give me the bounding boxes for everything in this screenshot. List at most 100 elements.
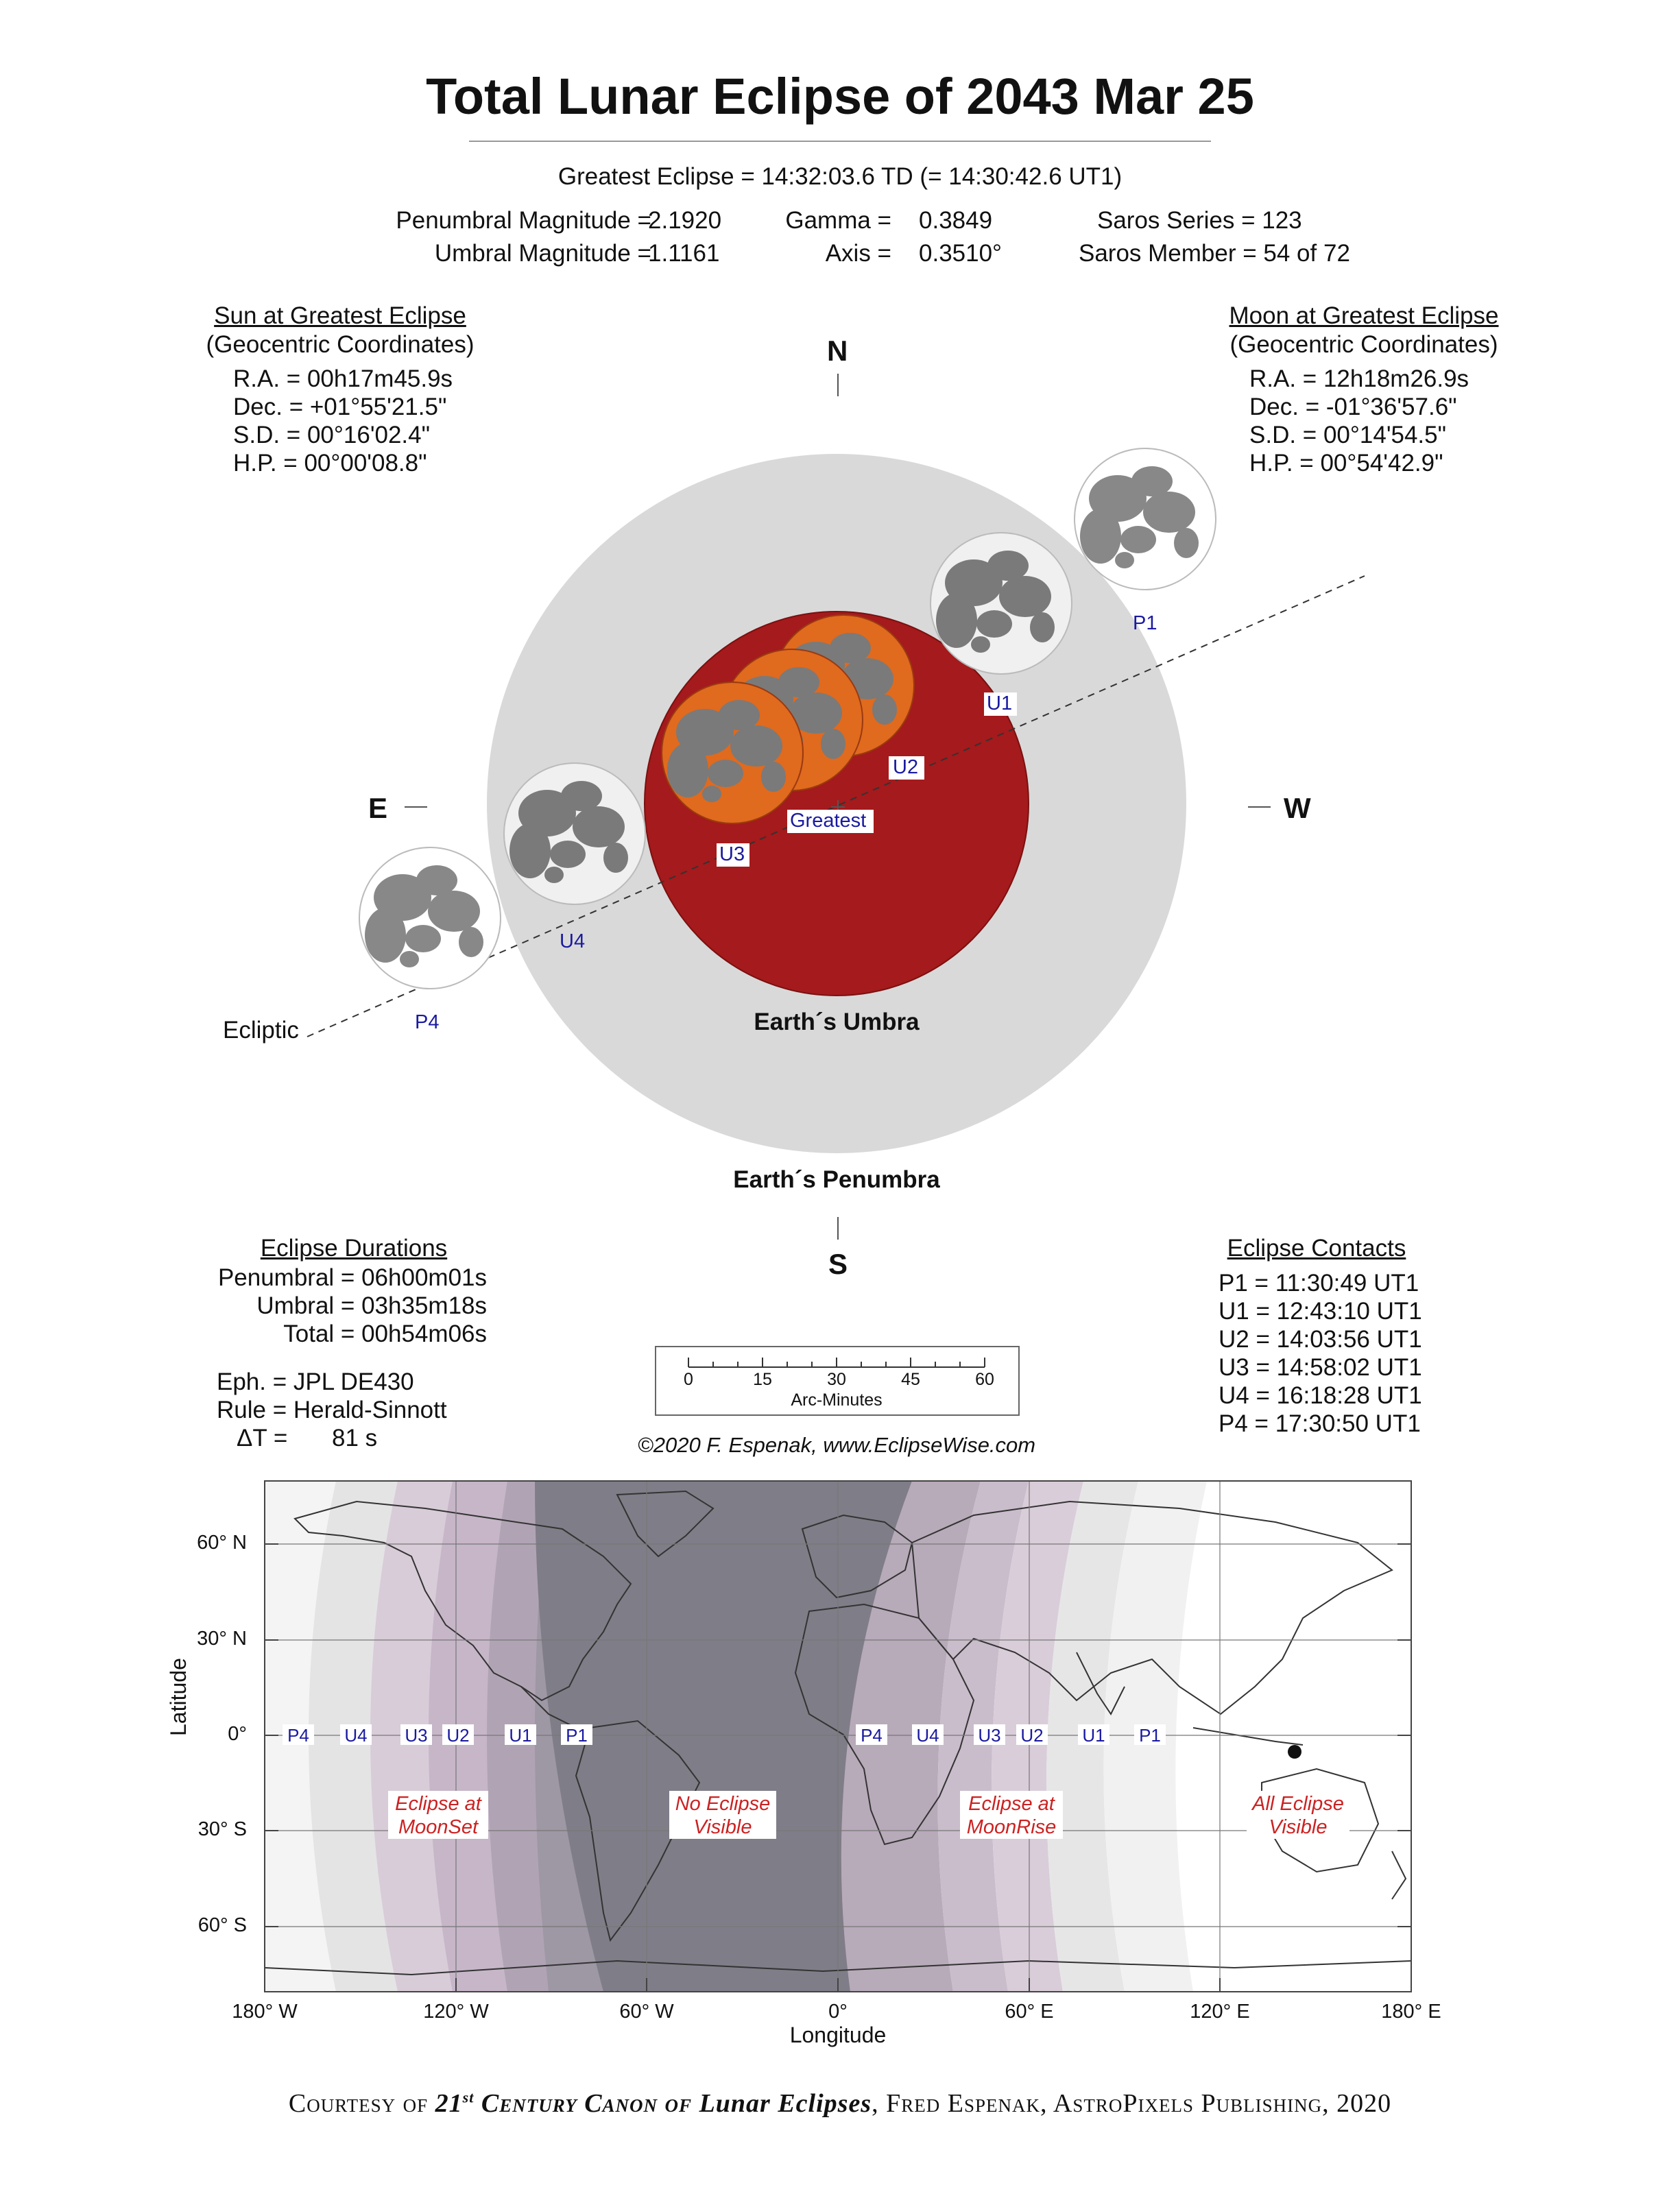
map-label-u2-right: U2 — [1020, 1725, 1044, 1746]
region-moonrise: Eclipse at MoonRise — [960, 1792, 1063, 1839]
delta-t-label: ΔT = — [237, 1425, 288, 1451]
map-label-u3-right: U3 — [978, 1725, 1001, 1746]
moon-subheading: (Geocentric Coordinates) — [1229, 331, 1498, 358]
region-moonset: Eclipse at MoonSet — [388, 1792, 488, 1839]
moon-greatest — [661, 682, 804, 824]
map-label-u1-left: U1 — [509, 1725, 532, 1746]
lon-tick-60e: 60° E — [1005, 2001, 1054, 2023]
contact-p4: P4 = 17:30:50 UT1 — [1219, 1410, 1421, 1437]
sun-heading: Sun at Greatest Eclipse — [214, 302, 466, 329]
ecliptic-label: Ecliptic — [223, 1017, 299, 1044]
map-label-u2-left: U2 — [446, 1725, 470, 1746]
contact-label-p4: P4 — [415, 1011, 440, 1033]
compass-north: N — [827, 335, 848, 367]
rule: Rule = Herald-Sinnott — [217, 1397, 447, 1423]
lon-tick-0: 0° — [828, 2001, 848, 2023]
label-box-u2 — [889, 756, 924, 780]
region-moonrise-line1: Eclipse at — [968, 1793, 1055, 1815]
saros-member: Saros Member = 54 of 72 — [1079, 240, 1350, 267]
compass-south: S — [828, 1248, 848, 1280]
map-label-p4-right: P4 — [861, 1725, 883, 1746]
contact-u3: U3 = 14:58:02 UT1 — [1219, 1354, 1422, 1381]
region-all-line2: Visible — [1269, 1816, 1328, 1838]
scale-tick-0: 0 — [684, 1370, 693, 1389]
footer-rest: , Fred Espenak, AstroPixels Publishing, … — [872, 2089, 1392, 2118]
lat-tick-60n: 60° N — [197, 1532, 247, 1554]
map-grid — [265, 1481, 1411, 1992]
moon-p4 — [359, 847, 501, 989]
greatest-eclipse-line: Greatest Eclipse = 14:32:03.6 TD (= 14:3… — [557, 163, 1123, 190]
scale-label: Arc-Minutes — [791, 1390, 883, 1410]
moon-u1 — [930, 532, 1072, 675]
title-divider — [469, 141, 1211, 142]
footer-lunar: Lunar Eclipses — [699, 2089, 872, 2118]
label-box-u1 — [984, 692, 1017, 716]
moon-p1 — [1074, 448, 1216, 590]
scale-tick-30: 30 — [827, 1370, 846, 1389]
umbra-label: Earth´s Umbra — [754, 1009, 920, 1035]
axis-value: 0.3510° — [919, 240, 1003, 267]
label-box-greatest — [787, 810, 874, 833]
sun-hp: H.P. = 00°00'08.8" — [233, 450, 427, 477]
duration-total: Total = 00h54m06s — [283, 1321, 487, 1347]
umbral-magnitude-value: 1.1161 — [648, 240, 720, 267]
footer-canon: Century Canon of — [481, 2089, 693, 2118]
sun-sd: S.D. = 00°16'02.4" — [233, 422, 431, 448]
lon-tick-180w: 180° W — [232, 2001, 298, 2023]
lat-tick-30n: 30° N — [197, 1628, 247, 1650]
durations-heading: Eclipse Durations — [260, 1235, 448, 1262]
contact-label-p1: P1 — [1133, 612, 1157, 634]
footer-st: st — [462, 2088, 475, 2106]
region-none-line1: No Eclipse — [675, 1793, 771, 1815]
ephemeris: Eph. = JPL DE430 — [217, 1369, 414, 1395]
moon-dec: Dec. = -01°36'57.6" — [1249, 394, 1457, 420]
lon-tick-180e: 180° E — [1381, 2001, 1441, 2023]
map-label-p1-right: P1 — [1139, 1725, 1161, 1746]
map-label-p4-left: P4 — [287, 1725, 309, 1746]
no-eclipse-band — [535, 1481, 912, 1992]
region-moonset-line1: Eclipse at — [395, 1793, 481, 1815]
scale-tick-60: 60 — [975, 1370, 994, 1389]
map-label-u3-left: U3 — [405, 1725, 428, 1746]
sun-subheading: (Geocentric Coordinates) — [206, 331, 475, 358]
delta-t-value: 81 s — [332, 1425, 378, 1451]
contact-u2: U2 = 14:03:56 UT1 — [1219, 1326, 1422, 1353]
contact-label-u3: U3 — [719, 843, 745, 865]
greatest-eclipse-point — [1288, 1745, 1301, 1759]
region-all-visible: All Eclipse Visible — [1247, 1792, 1349, 1839]
moon-u4 — [503, 762, 646, 905]
compass-west: W — [1284, 792, 1311, 824]
sun-ra: R.A. = 00h17m45.9s — [233, 365, 453, 392]
lat-tick-30s: 30° S — [197, 1818, 247, 1840]
gamma-label: Gamma = — [785, 207, 891, 234]
footer-credit: Courtesy of 21st Century Canon of Lunar … — [0, 2088, 1680, 2119]
moon-sd: S.D. = 00°14'54.5" — [1249, 422, 1447, 448]
map-label-u4-left: U4 — [344, 1725, 368, 1746]
contact-label-greatest: Greatest — [790, 810, 867, 832]
penumbra-label: Earth´s Penumbra — [733, 1166, 940, 1193]
lon-tick-120e: 120° E — [1190, 2001, 1250, 2023]
penumbral-magnitude-value: 2.1920 — [648, 207, 722, 234]
penumbral-magnitude-label: Penumbral Magnitude = — [396, 207, 651, 234]
region-moonrise-line2: MoonRise — [966, 1816, 1057, 1838]
lat-tick-60s: 60° S — [197, 1914, 247, 1936]
map-label-u1-right: U1 — [1082, 1725, 1105, 1746]
map-label-p1-left: P1 — [566, 1725, 588, 1746]
scale-tick-15: 15 — [753, 1370, 772, 1389]
contact-label-u2: U2 — [893, 756, 919, 778]
lon-tick-120w: 120° W — [423, 2001, 489, 2023]
contact-u1: U1 = 12:43:10 UT1 — [1219, 1298, 1422, 1325]
map-xlabel: Longitude — [789, 2023, 887, 2047]
lat-tick-0: 0° — [228, 1723, 247, 1745]
scale-tick-45: 45 — [901, 1370, 920, 1389]
map-axis-ticks — [265, 1543, 1411, 1992]
region-none-line2: Visible — [693, 1816, 752, 1838]
region-all-line1: All Eclipse — [1252, 1793, 1344, 1815]
umbral-magnitude-label: Umbral Magnitude = — [434, 240, 651, 267]
duration-umbral: Umbral = 03h35m18s — [256, 1292, 487, 1319]
moon-ra: R.A. = 12h18m26.9s — [1249, 365, 1469, 392]
lon-tick-60w: 60° W — [619, 2001, 674, 2023]
contact-p1: P1 = 11:30:49 UT1 — [1219, 1270, 1419, 1297]
label-box-u3 — [717, 843, 749, 867]
contacts-heading: Eclipse Contacts — [1227, 1235, 1406, 1262]
